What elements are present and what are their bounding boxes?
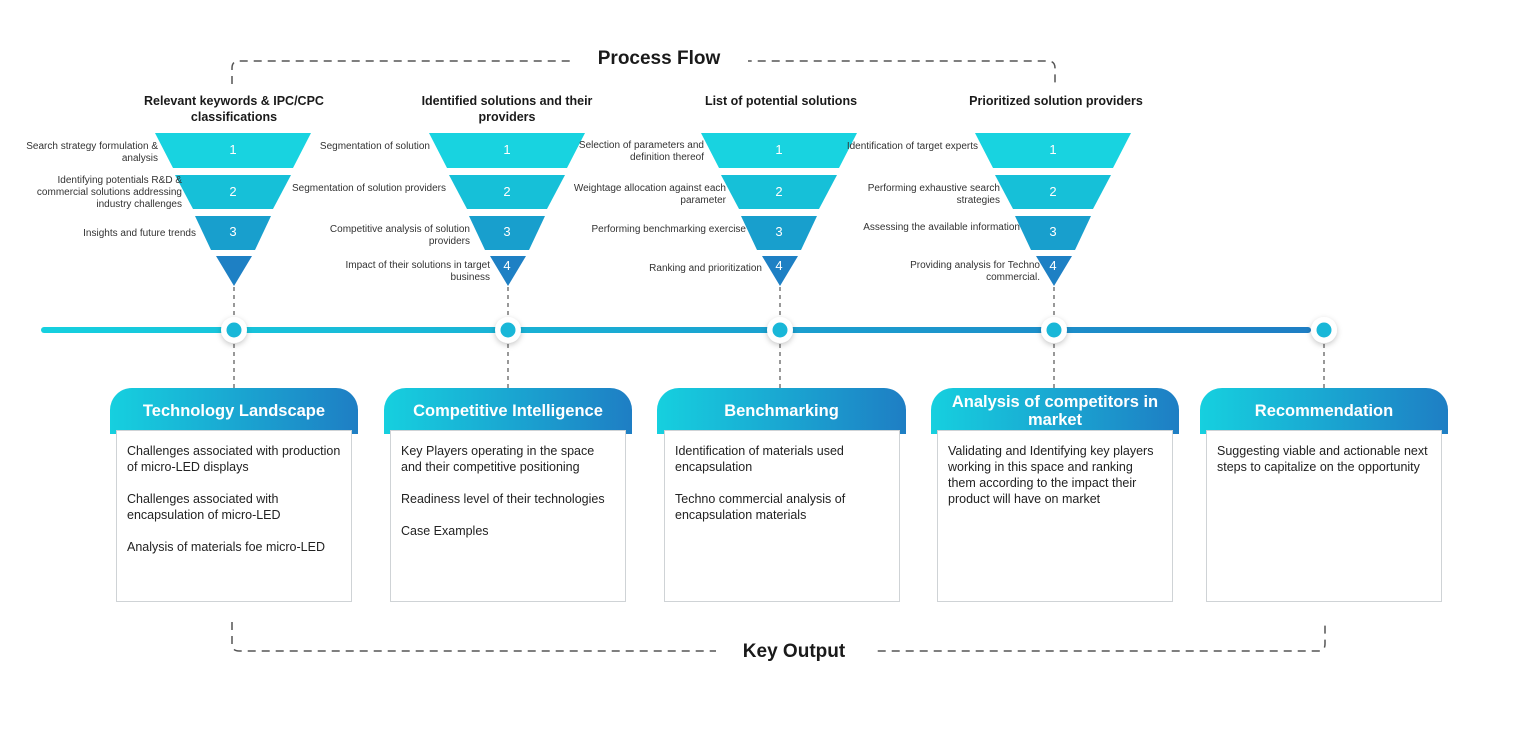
funnel-4-step-3-label: Assessing the available information xyxy=(863,222,1020,233)
card-4-item-1: Validating and Identifying key players w… xyxy=(948,444,1154,506)
card-3-header: Benchmarking xyxy=(657,388,906,434)
funnel-4-step-4-number: 4 xyxy=(1049,258,1057,273)
funnel-1-heading: Relevant keywords & IPC/CPC classificati… xyxy=(144,94,324,124)
funnel-4-step-2-label: Performing exhaustive search strategies xyxy=(867,183,1000,206)
card-4: Validating and Identifying key players w… xyxy=(937,430,1173,602)
card-2-item-1: Key Players operating in the space and t… xyxy=(401,444,595,474)
funnel-2-step-2-label: Segmentation of solution providers xyxy=(292,183,446,194)
process-flow-title: Process Flow xyxy=(570,48,748,70)
funnel-4 xyxy=(975,133,1131,286)
funnel-1-step-3 xyxy=(195,216,271,250)
funnel-4-step-2-number: 2 xyxy=(1049,184,1057,199)
funnel-4-heading: Prioritized solution providers xyxy=(969,94,1143,108)
process-flow-bracket xyxy=(231,60,1056,84)
funnel-2-step-3-number: 3 xyxy=(503,224,511,239)
funnel-2 xyxy=(429,133,585,286)
key-output-bracket xyxy=(231,622,1326,652)
funnel-2-heading: Identified solutions and their providers xyxy=(421,94,593,124)
timeline-node-1 xyxy=(221,317,247,343)
funnel-2-step-3 xyxy=(469,216,545,250)
funnel-2-step-1 xyxy=(429,133,585,168)
funnel-2-step-3-label: Competitive analysis of solution provide… xyxy=(329,224,470,247)
funnel-4-step-1 xyxy=(975,133,1131,168)
funnel-4-step-3-number: 3 xyxy=(1049,224,1057,239)
card-1-item-3: Analysis of materials foe micro-LED xyxy=(127,540,325,554)
timeline-node-4 xyxy=(1041,317,1067,343)
card-3-item-1: Identification of materials used encapsu… xyxy=(675,444,844,474)
timeline-node-5 xyxy=(1311,317,1337,343)
funnel-3-step-3-label: Performing benchmarking exercise xyxy=(591,224,746,235)
funnel-1-step-1 xyxy=(155,133,311,168)
card-2: Key Players operating in the space and t… xyxy=(390,430,626,602)
timeline-node-3 xyxy=(767,317,793,343)
funnel-1-step-1-label: Search strategy formulation & analysis xyxy=(26,141,158,164)
funnel-connectors xyxy=(233,287,1325,388)
funnel-4-step-4-label: Providing analysis for Techno commercial… xyxy=(910,260,1040,283)
card-5-body: Suggesting viable and actionable next st… xyxy=(1217,443,1433,491)
funnel-2-step-2-number: 2 xyxy=(503,184,511,199)
card-1-item-1: Challenges associated with production of… xyxy=(127,444,341,474)
funnel-3-heading: List of potential solutions xyxy=(704,94,858,108)
key-output-title: Key Output xyxy=(716,641,872,663)
funnel-4-step-1-number: 1 xyxy=(1049,142,1057,157)
funnel-3 xyxy=(701,133,857,286)
funnel-1-step-2 xyxy=(175,175,291,209)
funnel-2-step-1-label: Segmentation of solution xyxy=(319,141,430,152)
funnel-3-step-2-number: 2 xyxy=(775,184,783,199)
card-1-item-2: Challenges associated with encapsulation… xyxy=(127,492,281,522)
funnel-3-step-3-number: 3 xyxy=(775,224,783,239)
card-2-header: Competitive Intelligence xyxy=(384,388,632,434)
funnel-4-step-2 xyxy=(995,175,1111,209)
card-4-header: Analysis of competitors in market xyxy=(931,388,1179,434)
card-3-body: Identification of materials used encapsu… xyxy=(675,443,891,539)
funnel-2-step-1-number: 1 xyxy=(503,142,511,157)
funnel-3-step-4 xyxy=(762,256,798,286)
funnel-2-step-2 xyxy=(449,175,565,209)
card-5-item-1: Suggesting viable and actionable next st… xyxy=(1217,444,1428,474)
funnel-1-step-2-number: 2 xyxy=(229,184,237,199)
card-1-body: Challenges associated with production of… xyxy=(127,443,343,571)
card-2-body: Key Players operating in the space and t… xyxy=(401,443,617,555)
timeline-bar xyxy=(41,327,1311,333)
funnel-1-step-3-number: 3 xyxy=(229,224,237,239)
funnel-2-step-4-number: 4 xyxy=(503,258,511,273)
funnel-3-step-2-label: Weightage allocation against each parame… xyxy=(573,183,726,206)
funnel-3-step-3 xyxy=(741,216,817,250)
card-2-item-2: Readiness level of their technologies xyxy=(401,492,605,506)
funnel-4-step-3 xyxy=(1015,216,1091,250)
card-5-header: Recommendation xyxy=(1200,388,1448,434)
funnel-3-step-2 xyxy=(721,175,837,209)
funnel-3-step-1-label: Selection of parameters and definition t… xyxy=(578,140,704,163)
funnel-4-step-1-label: Identification of target experts xyxy=(846,141,978,152)
funnel-1-step-4 xyxy=(216,256,252,286)
funnel-1-step-3-label: Insights and future trends xyxy=(83,228,196,239)
card-1-header: Technology Landscape xyxy=(110,388,358,434)
funnel-3-step-4-label: Ranking and prioritization xyxy=(649,263,762,274)
funnel-1-step-1-number: 1 xyxy=(229,142,237,157)
card-5: Suggesting viable and actionable next st… xyxy=(1206,430,1442,602)
funnel-1-step-2-label: Identifying potentials R&D & commercial … xyxy=(36,175,182,210)
card-2-item-3: Case Examples xyxy=(401,524,489,538)
funnel-3-step-1-number: 1 xyxy=(775,142,783,157)
funnel-3-step-4-number: 4 xyxy=(775,258,783,273)
card-4-body: Validating and Identifying key players w… xyxy=(948,443,1164,523)
funnel-3-step-1 xyxy=(701,133,857,168)
funnel-1 xyxy=(155,133,311,286)
funnel-4-step-4 xyxy=(1036,256,1072,286)
funnel-2-step-4-label: Impact of their solutions in target busi… xyxy=(345,260,490,283)
card-3-item-2: Techno commercial analysis of encapsulat… xyxy=(675,492,846,522)
card-1: Challenges associated with production of… xyxy=(116,430,352,602)
funnel-2-step-4 xyxy=(490,256,526,286)
card-3: Identification of materials used encapsu… xyxy=(664,430,900,602)
timeline-node-2 xyxy=(495,317,521,343)
